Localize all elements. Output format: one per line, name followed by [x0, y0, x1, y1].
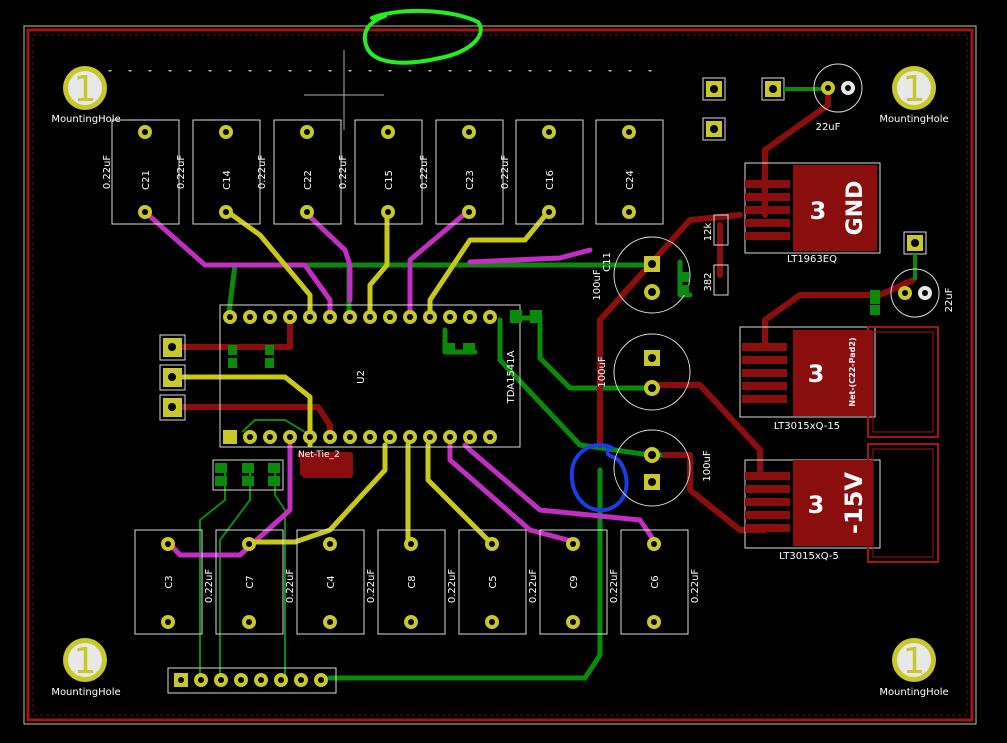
- capacitor-c7: C7 0.22uF: [215, 529, 296, 635]
- regulator-net: GND: [843, 181, 868, 236]
- capacitor-value: 0.22uF: [609, 569, 620, 604]
- capacitor-ref: C5: [488, 575, 499, 588]
- capacitor-ref: C21: [141, 170, 152, 190]
- capacitor-value: 0.22uF: [102, 155, 113, 190]
- pin-header-bottom: [167, 667, 337, 694]
- capacitor-ref: C16: [545, 170, 556, 190]
- mounting-hole-bottom-left: 1 MountingHole: [51, 638, 121, 698]
- capacitor-c11: C11 100uF: [592, 236, 691, 314]
- capacitor-value: 0.22uF: [338, 155, 349, 190]
- capacitor-value: 0.22uF: [528, 569, 539, 604]
- capacitor-value: 100uF: [592, 269, 603, 300]
- test-pads-top-right: [702, 77, 927, 280]
- capacitor-row-top: C21 0.22uF 0.22uF C14 0.22uF C22 0.22uF …: [102, 119, 664, 225]
- capacitor-value: 0.22uF: [419, 155, 430, 190]
- via-stitching: [38, 40, 965, 708]
- mounting-hole-label: MountingHole: [51, 687, 120, 698]
- mounting-hole-number: 1: [903, 69, 926, 110]
- net-tie: Net-Tie_2: [298, 450, 350, 475]
- capacitor-value: 0.22uF: [204, 569, 215, 604]
- regulator-pad-number: 3: [808, 360, 825, 388]
- regulator-name: LT3015xQ-5: [779, 551, 839, 562]
- capacitor-ref: C3: [164, 575, 175, 588]
- capacitor-c23: C23 0.22uF: [435, 119, 511, 225]
- capacitor-ref: C6: [650, 575, 661, 588]
- regulator-lt1963eq: 3 GND LT1963EQ: [744, 162, 881, 265]
- smd-parts: [212, 310, 542, 491]
- ic-u2: U2 TDA1541A: [219, 304, 521, 448]
- capacitor-c21: C21 0.22uF 0.22uF: [102, 119, 187, 225]
- regulator-pad-number: 3: [810, 197, 827, 225]
- regulator-lt3015xq-15: 3 Net-(C22-Pad2) LT3015xQ-15: [739, 326, 939, 438]
- electrolytic-caps: C11 100uF 100uF 100uF: [592, 236, 713, 507]
- capacitor-ref: C24: [625, 170, 636, 190]
- mounting-hole-label: MountingHole: [879, 687, 948, 698]
- capacitor-c2: 22uF: [813, 63, 863, 133]
- cursor-crosshair: [304, 50, 384, 130]
- resistor-value: 12k: [703, 223, 714, 242]
- capacitor-value: 100uF: [597, 356, 608, 387]
- traces-magenta: [142, 209, 658, 558]
- capacitor-ref: C22: [303, 170, 314, 190]
- mounting-hole-label: MountingHole: [51, 114, 120, 125]
- capacitor-row-bottom: C3 0.22uF C7 0.22uF C4 0.22uF C8 0.22uF: [134, 529, 701, 635]
- capacitor-c16: C16: [515, 119, 584, 225]
- mounting-hole-top-right: 1 MountingHole: [879, 66, 949, 125]
- regulator-net: -15V: [840, 472, 868, 534]
- green-annotation-scribble: [362, 8, 483, 65]
- capacitor-c5: C5 0.22uF: [458, 529, 539, 635]
- capacitor-ref: C11: [602, 252, 613, 272]
- capacitor-c9: C9 0.22uF: [539, 529, 620, 635]
- resistor-value: 382: [703, 272, 714, 291]
- mounting-hole-top-left: 1 MountingHole: [51, 66, 121, 125]
- capacitor-c8: C8 0.22uF: [377, 529, 458, 635]
- blue-annotation-scribble: [569, 442, 629, 513]
- capacitor-value: 0.22uF: [690, 569, 701, 604]
- regulator-name: LT3015xQ-15: [774, 421, 840, 432]
- capacitor-c3: C3 0.22uF: [134, 529, 215, 635]
- capacitor-c1: 22uF: [870, 268, 955, 318]
- capacitor-ref: C9: [569, 575, 580, 588]
- capacitor-value: 0.22uF: [447, 569, 458, 604]
- mounting-hole-number: 1: [74, 69, 97, 110]
- capacitor-value: 0.22uF: [257, 155, 268, 190]
- capacitor-c15: C15 0.22uF: [354, 119, 430, 225]
- capacitor-c6: C6 0.22uF: [620, 529, 701, 635]
- capacitor-c12: 100uF: [613, 429, 713, 507]
- capacitor-value: 0.22uF: [285, 569, 296, 604]
- ic-part: TDA1541A: [506, 350, 517, 404]
- capacitor-value: 100uF: [702, 450, 713, 481]
- regulator-net: Net-(C22-Pad2): [848, 337, 857, 406]
- board-outline: [23, 25, 977, 725]
- capacitor-c22: C22 0.22uF: [273, 119, 349, 225]
- mounting-hole-number: 1: [903, 641, 926, 682]
- capacitor-value-right: 0.22uF: [176, 155, 187, 190]
- capacitor-c10: 100uF: [597, 333, 691, 411]
- resistors: 12k 382: [680, 214, 729, 296]
- mounting-hole-bottom-right: 1 MountingHole: [879, 638, 949, 698]
- capacitor-ref: C4: [326, 575, 337, 588]
- capacitor-c14: C14 0.22uF: [192, 119, 268, 225]
- regulator-lt3015xq-5: 3 -15V LT3015xQ-5: [744, 443, 939, 563]
- mounting-holes: 1 MountingHole 1 MountingHole 1 Mounting…: [51, 66, 949, 698]
- capacitor-value: 0.22uF: [366, 569, 377, 604]
- capacitor-ref: C8: [407, 575, 418, 588]
- mounting-hole-number: 1: [74, 641, 97, 682]
- capacitor-ref: C14: [222, 170, 233, 190]
- regulator-pad-number: 3: [808, 491, 825, 519]
- net-tie-label: Net-Tie_2: [298, 450, 340, 460]
- capacitor-ref: C7: [245, 575, 256, 588]
- capacitor-ref: C23: [465, 170, 476, 190]
- capacitor-c4: C4 0.22uF: [296, 529, 377, 635]
- capacitor-value: 22uF: [816, 122, 841, 133]
- left-connector: [159, 334, 186, 421]
- regulator-name: LT1963EQ: [787, 254, 837, 265]
- capacitor-value: 0.22uF: [500, 155, 511, 190]
- capacitor-ref: C15: [384, 170, 395, 190]
- ic-ref: U2: [356, 370, 367, 384]
- capacitor-value: 22uF: [944, 287, 955, 312]
- capacitor-c24: C24: [595, 119, 664, 225]
- mounting-hole-label: MountingHole: [879, 114, 948, 125]
